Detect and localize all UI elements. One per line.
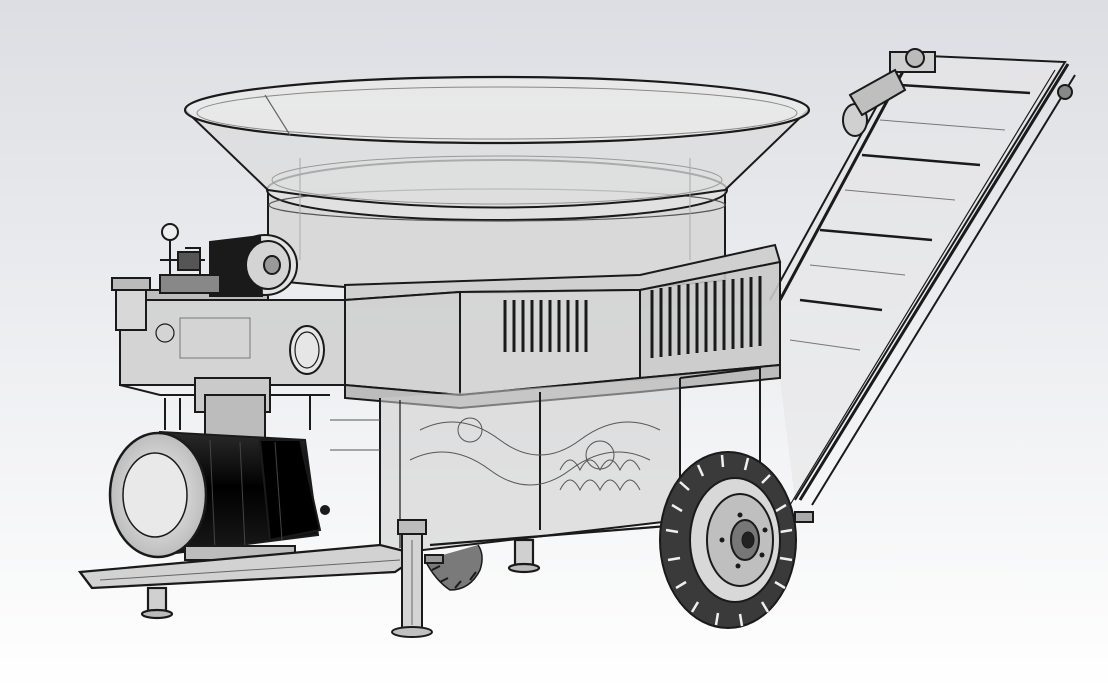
tub <box>183 75 811 294</box>
conveyor <box>769 48 1076 522</box>
front-wheel <box>659 451 797 629</box>
vent-louvres-right <box>650 276 762 358</box>
motor-bracket <box>164 377 311 441</box>
filter-canister <box>115 284 147 331</box>
jack-stand <box>391 519 444 638</box>
electric-motor <box>108 430 330 561</box>
pressure-gauge <box>161 223 179 241</box>
trailer-frame <box>77 523 681 620</box>
internal-mechanism <box>330 417 661 492</box>
axle-end <box>794 511 814 523</box>
main-housing <box>330 243 782 557</box>
hydraulic-unit <box>111 223 346 396</box>
vent-louvres-center <box>503 300 588 352</box>
